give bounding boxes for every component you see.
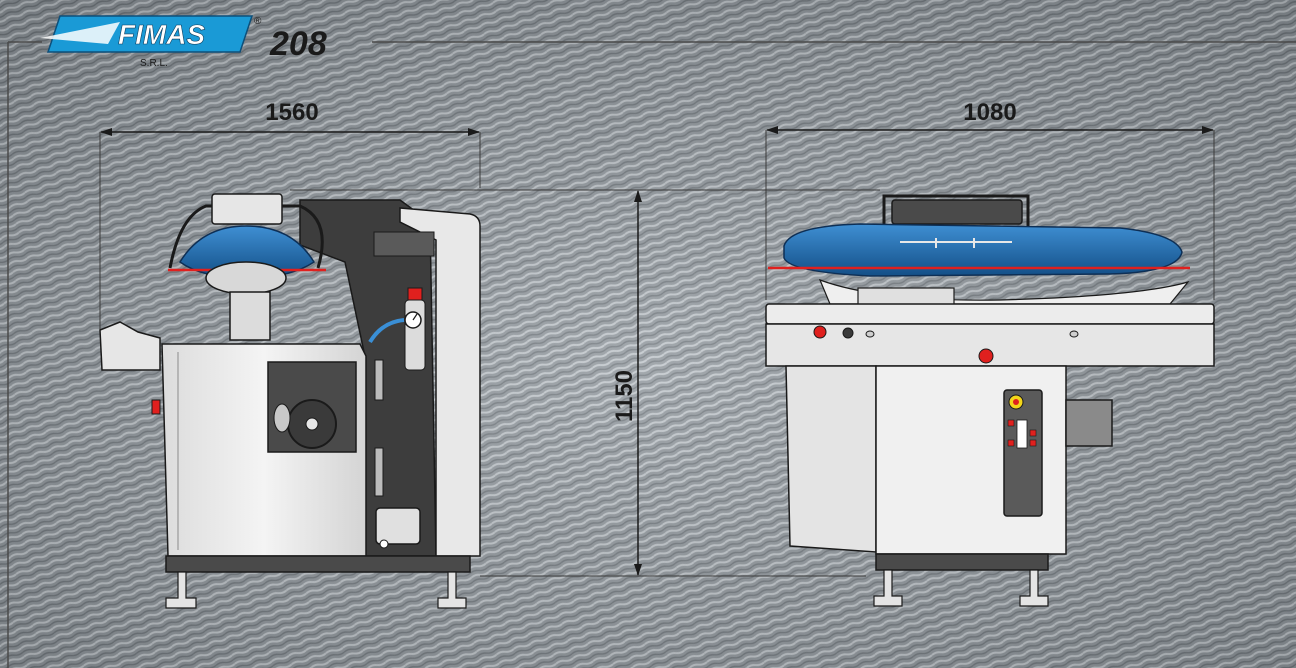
model-number: 208 (269, 25, 327, 63)
valve-port (379, 539, 389, 549)
indicator-lamp-left (865, 330, 875, 338)
indicator-lamp-right (1069, 330, 1079, 338)
table-top (765, 303, 1215, 325)
selector-knob-icon (842, 327, 854, 339)
cabinet-hinge-bottom (374, 447, 384, 497)
main-switch-dial (1013, 399, 1019, 405)
dimension-width: 1080 (765, 99, 1215, 300)
regulator-body (404, 299, 426, 371)
front-red-indicator (978, 348, 994, 364)
side-base (165, 555, 471, 573)
buck-clamp-arm (900, 238, 1012, 248)
depth-label: 1560 (265, 99, 318, 126)
head-bar (891, 199, 1023, 225)
height-label: 1150 (611, 370, 638, 422)
registered-mark: ® (254, 16, 262, 27)
company-suffix: S.R.L. (140, 58, 168, 69)
cabinet-hinge-top (374, 359, 384, 401)
machine-front-view (765, 194, 1215, 607)
dimension-height: 1150 (290, 189, 880, 577)
air-hose (368, 318, 405, 344)
lower-column (229, 291, 271, 341)
side-foot-left (165, 571, 197, 609)
control-panel (1003, 389, 1043, 517)
head-top (211, 193, 283, 225)
panel-window (1016, 419, 1028, 449)
control-button-icon (1029, 439, 1037, 447)
fimas-logo: FIMAS ® S.R.L. (40, 15, 262, 69)
width-label: 1080 (963, 99, 1016, 126)
motor-cap (273, 403, 291, 433)
front-base (875, 553, 1049, 571)
panel-slot (373, 231, 435, 257)
front-cabinet-left (785, 365, 877, 553)
side-motor (1065, 399, 1113, 447)
machine-side-view (99, 193, 481, 609)
valve-block (375, 507, 421, 545)
frame-border (7, 41, 1296, 668)
motor-hub (305, 417, 319, 431)
side-foot-right (437, 571, 467, 609)
rear-panel (399, 207, 481, 557)
gauge-needle (412, 313, 418, 321)
dimension-depth: 1560 (99, 99, 481, 330)
pressing-dome (205, 261, 287, 295)
front-foot-left (873, 569, 903, 607)
logo-text: FIMAS (118, 19, 205, 50)
control-button-icon (1007, 419, 1015, 427)
emergency-stop-icon (813, 325, 827, 339)
logo-swoosh (40, 22, 120, 44)
front-foot-right (1019, 569, 1049, 607)
tray-button (151, 399, 161, 415)
front-buck (783, 223, 1183, 277)
control-button-icon (1007, 439, 1015, 447)
regulator-cap (407, 287, 423, 301)
control-button-icon (1029, 429, 1037, 437)
front-tray (99, 321, 161, 371)
